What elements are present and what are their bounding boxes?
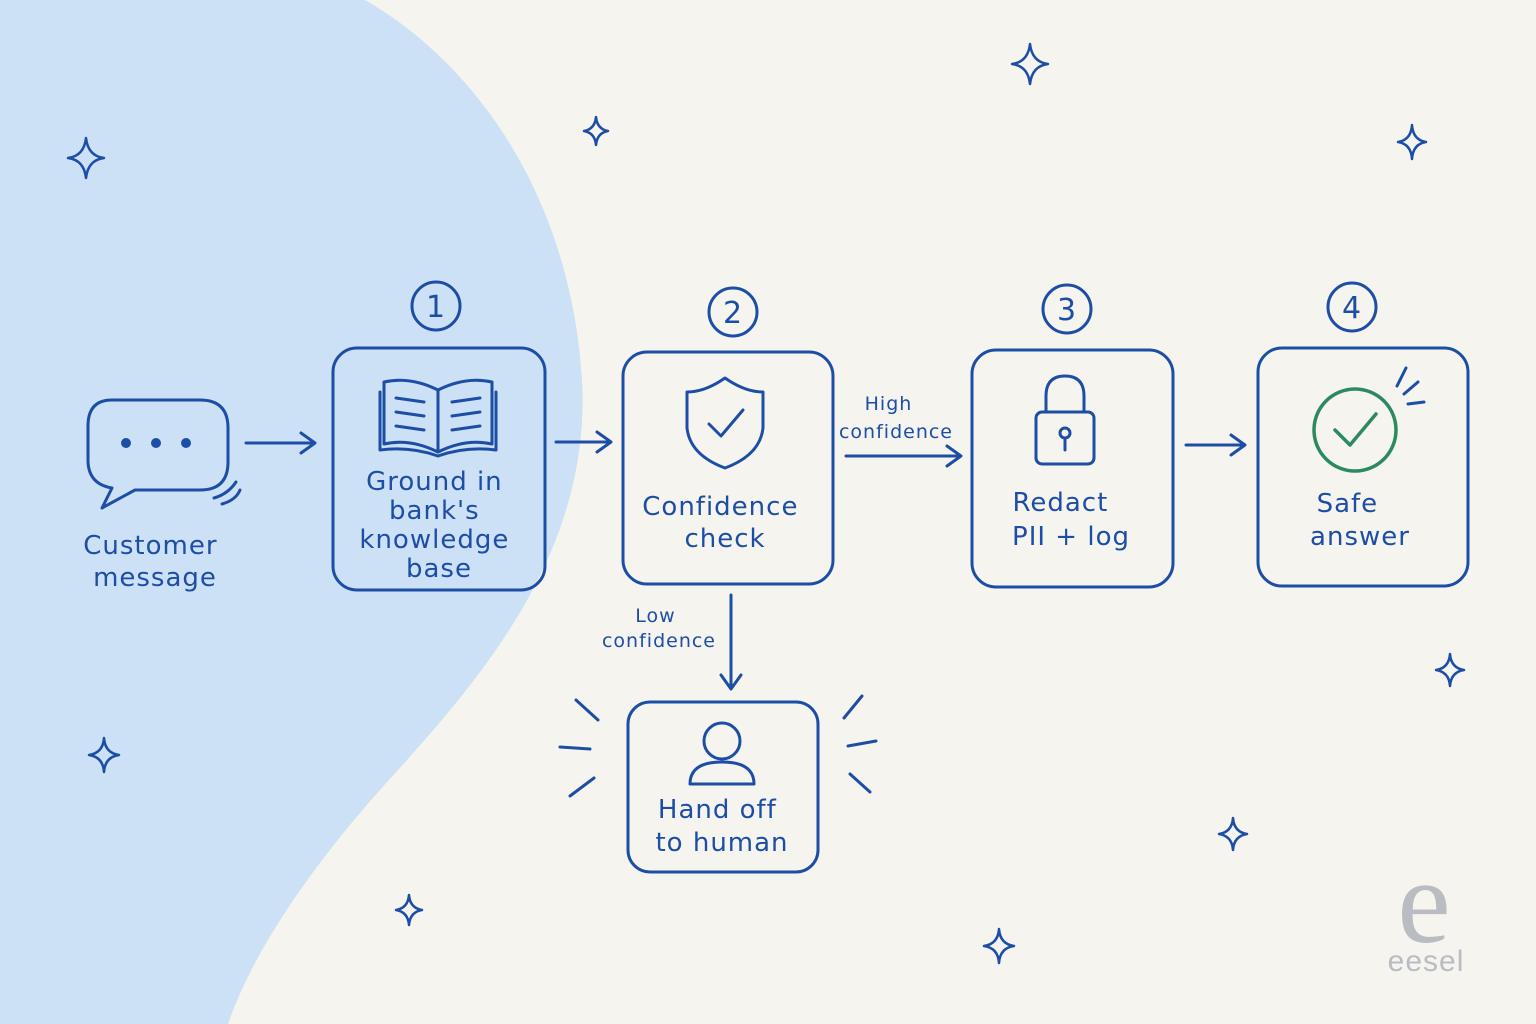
step-label-line: Safe — [1317, 489, 1379, 519]
step-box — [1256, 346, 1470, 588]
step-number: 1 — [426, 290, 446, 325]
arrow-customer-to-step1 — [244, 431, 317, 455]
step-label-line: bank's — [389, 496, 480, 526]
low-confidence-line: Low — [635, 605, 675, 627]
handoff-label-line: to human — [655, 828, 788, 858]
chat-bubble-icon — [86, 398, 242, 510]
handoff-label: Hand off to human — [655, 795, 788, 858]
arrow-step3-to-step4 — [1184, 433, 1247, 457]
sparkle-icon — [1434, 652, 1466, 688]
high-confidence-label: High confidence — [839, 393, 953, 443]
shield-check-icon — [685, 376, 765, 470]
step-number: 4 — [1342, 291, 1362, 326]
step-box — [331, 346, 547, 592]
high-confidence-line: confidence — [839, 421, 953, 443]
step-1: 1 Ground in bank's knowledge base — [331, 280, 547, 592]
step-label: Confidence check — [642, 492, 807, 554]
sparkle-lines-icon — [1395, 366, 1426, 406]
step-label-line: knowledge — [359, 525, 509, 555]
sparkle-icon — [66, 136, 106, 180]
low-confidence-line: confidence — [602, 630, 716, 652]
sparkle-icon — [582, 115, 610, 147]
step-box — [621, 350, 835, 586]
step-number: 2 — [723, 296, 743, 331]
customer-label-line: message — [93, 563, 217, 593]
step-label-line: base — [406, 554, 472, 584]
eesel-logo: e eesel — [1388, 835, 1465, 978]
background-blob — [0, 0, 583, 1024]
sparkle-group — [66, 42, 1466, 965]
step-2: 2 Confidence check — [621, 286, 835, 586]
arrow-high-confidence — [844, 444, 963, 468]
step-box — [970, 348, 1175, 589]
open-book-icon — [378, 378, 498, 458]
step-3: 3 Redact PII + log — [970, 283, 1175, 589]
step-label: Safe answer — [1310, 489, 1410, 552]
step-label-line: Ground in — [366, 467, 503, 497]
handoff-label-line: Hand off — [658, 795, 777, 825]
customer-label-line: Customer — [83, 531, 217, 561]
person-icon — [688, 721, 756, 786]
arrow-low-confidence — [719, 593, 743, 691]
step-number-badge — [410, 280, 462, 332]
sparkle-icon — [1010, 42, 1050, 86]
check-circle-icon — [1312, 387, 1398, 473]
handoff-box — [626, 700, 820, 874]
high-confidence-line: High — [865, 393, 913, 415]
sparkle-icon — [1396, 123, 1428, 161]
step-number-badge — [1326, 281, 1378, 333]
arrow-step1-to-step2 — [554, 430, 613, 454]
step-label-line: check — [684, 524, 765, 554]
sparkle-icon — [1217, 816, 1249, 852]
sparkle-icon — [982, 927, 1016, 965]
emphasis-lines-icon — [558, 694, 878, 798]
step-label: Redact PII + log — [1012, 488, 1130, 552]
step-label: Ground in bank's knowledge base — [359, 467, 518, 584]
customer-label: Customer message — [83, 531, 227, 593]
padlock-icon — [1034, 374, 1096, 466]
sparkle-icon — [394, 893, 424, 927]
handoff-step: Hand off to human — [558, 694, 878, 874]
step-4: 4 Safe answer — [1256, 281, 1470, 588]
step-number-badge — [1041, 283, 1093, 335]
logo-text: eesel — [1388, 945, 1465, 978]
step-number-badge — [707, 286, 759, 338]
step-label-line: Confidence — [642, 492, 798, 522]
step-number: 3 — [1057, 293, 1077, 328]
step-label-line: PII + log — [1012, 522, 1130, 552]
step-label-line: answer — [1310, 522, 1410, 552]
step-label-line: Redact — [1012, 488, 1108, 518]
logo-letter: e — [1397, 835, 1450, 968]
typing-dots — [121, 438, 191, 448]
low-confidence-label: Low confidence — [602, 605, 716, 652]
sparkle-icon — [87, 736, 121, 774]
arrows — [244, 430, 1247, 691]
